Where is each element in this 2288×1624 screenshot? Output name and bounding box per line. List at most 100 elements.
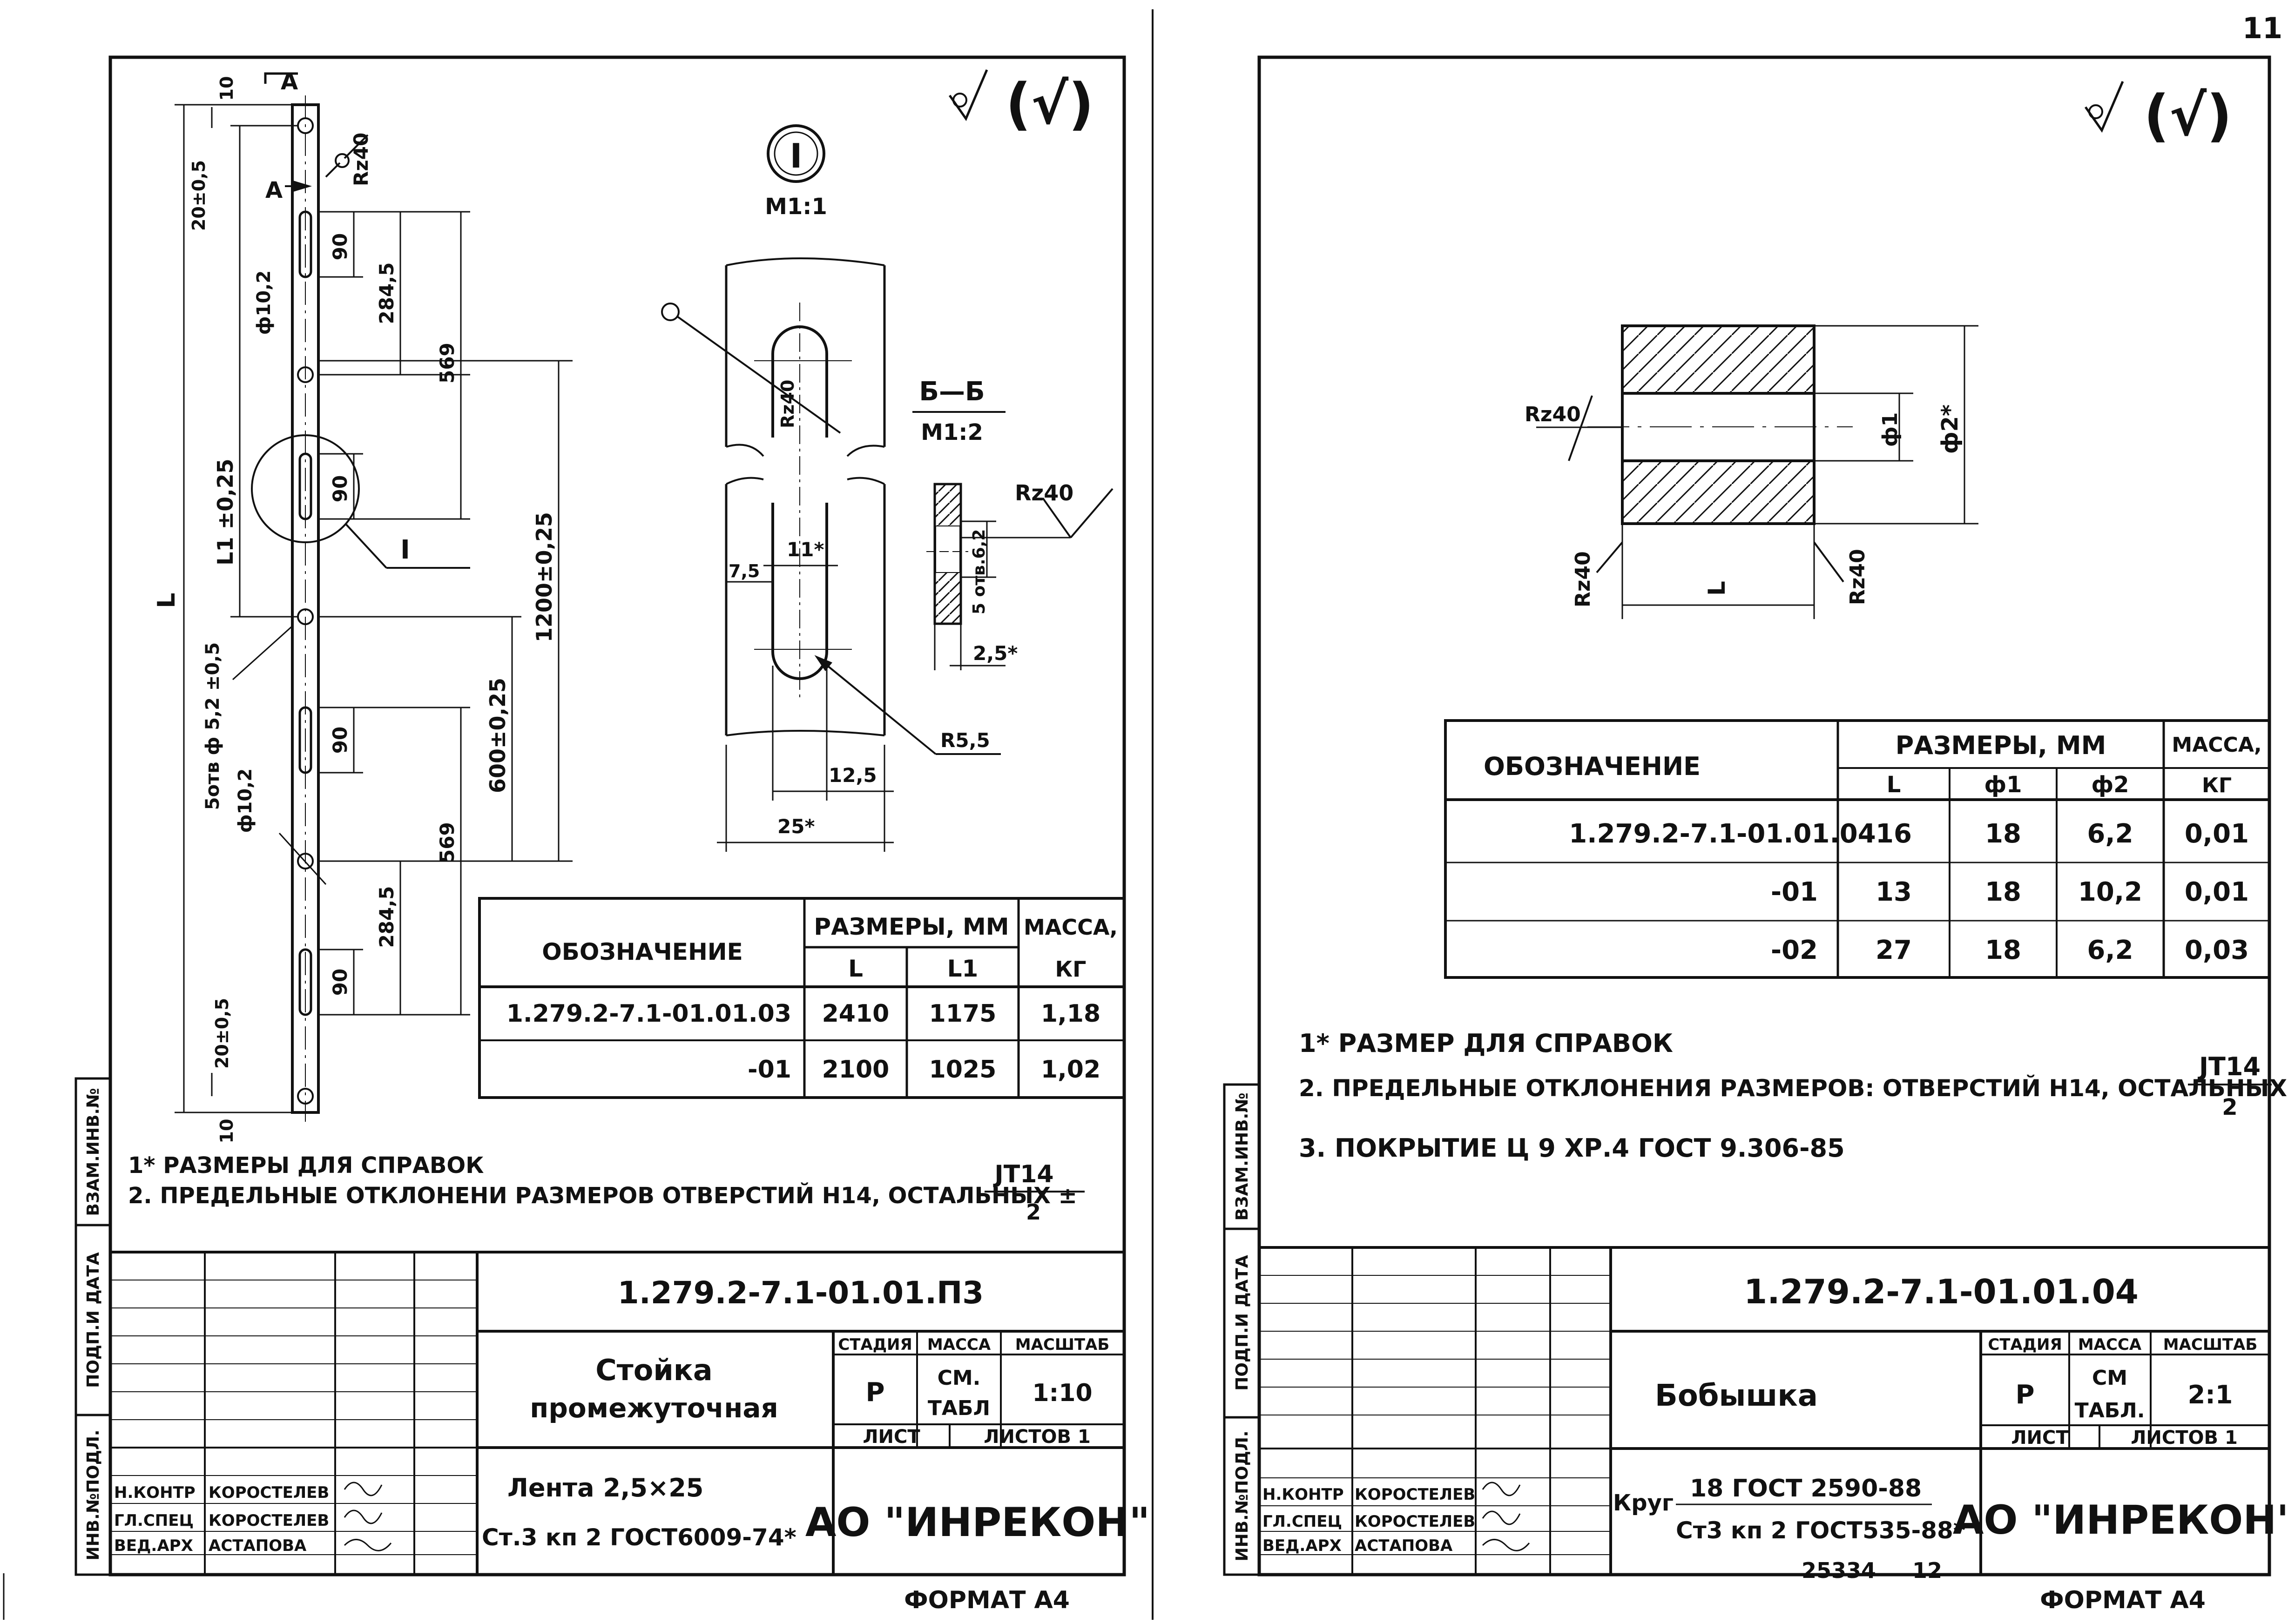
left-note-2: 2. ПРЕДЕЛЬНЫЕ ОТКЛОНЕНИ РАЗМЕРОВ ОТВЕРСТ… (128, 1182, 1077, 1209)
r-code: 1.279.2-7.1-01.01.04 (1744, 1272, 2139, 1311)
left-note-1: 1* РАЗМЕРЫ ДЛЯ СПРАВОК (128, 1152, 484, 1179)
rt-r0-designation: 1.279.2-7.1-01.01.04 (1569, 819, 1876, 849)
right-title-block: Н.КОНТР КОРОСТЕЛЕВ ГЛ.СПЕЦ КОРОСТЕЛЕВ ВЕ… (1258, 1246, 2288, 1576)
detail-view: I М1:1 Rz40 11* 7,5 R5,5 (661, 124, 1114, 852)
l-company: АО "ИНРЕКОН" (805, 1499, 1150, 1546)
lt-r1-L: 2100 (822, 1056, 890, 1084)
l-h-mass: МАССА (927, 1335, 991, 1354)
rt-r0-d1: 18 (1985, 819, 2021, 849)
l-name-1: КОРОСТЕЛЕВ (209, 1511, 329, 1530)
section-2-5: 2,5* (973, 642, 1018, 665)
rt-r0-d2: 6,2 (2087, 819, 2133, 849)
dim-284-a: 284,5 (375, 263, 398, 324)
r-L: L (1703, 581, 1730, 596)
callout-label: I (400, 535, 410, 565)
r-material-1: 18 ГОСТ 2590-88 (1690, 1475, 1922, 1503)
rt-h-L: L (1887, 772, 1901, 798)
archive-number: 25334 (1802, 1558, 1876, 1583)
dim-L: L (153, 593, 181, 608)
r-material-2: Ст3 кп 2 ГОСТ535-88* (1676, 1517, 1965, 1544)
rt-r2-d2: 6,2 (2087, 935, 2133, 965)
detail-r5-5: R5,5 (940, 729, 990, 752)
lt-h-mass: МАССА, (1024, 915, 1118, 940)
r-h-mass: МАССА (2078, 1335, 2142, 1354)
r-scale: 2:1 (2188, 1380, 2233, 1409)
view-a-bottom: A (265, 177, 283, 203)
dim-90-c: 90 (329, 727, 351, 754)
r-h-scale: МАСШТАБ (2163, 1335, 2258, 1354)
rt-h-d2: ф2 (2091, 772, 2129, 798)
r-side-label-inv: ИНВ.№ПОДЛ. (1233, 1430, 1252, 1561)
surface-mark-text: (√) (1006, 72, 1094, 137)
r-sheet: ЛИСТ (2011, 1427, 2069, 1449)
dim-90-d: 90 (329, 969, 351, 996)
lt-r0-mass: 1,18 (1041, 1000, 1100, 1028)
left-dimensions: L L1 ±0,25 20±0,5 10 ф10,2 5отв ф 5,2 ±0… (153, 76, 327, 1143)
l-format: ФОРМАТ А4 (904, 1586, 1070, 1614)
side-label-inv: ИНВ.№ПОДЛ. (84, 1429, 103, 1560)
detail-11: 11* (787, 538, 824, 561)
lt-h-mass-unit: КГ (1055, 957, 1087, 982)
rt-r2-designation: -02 (1771, 935, 1818, 965)
l-sheets: ЛИСТОВ 1 (984, 1426, 1091, 1448)
dim-1200: 1200±0,25 (532, 512, 557, 642)
r-name-0: КОРОСТЕЛЕВ (1355, 1485, 1475, 1504)
rt-h-mass: МАССА, (2172, 733, 2261, 757)
side-label-podp: ПОДП.И ДАТА (84, 1252, 103, 1388)
rt-r1-d2: 10,2 (2078, 877, 2142, 907)
rz-top: Rz40 (350, 133, 372, 186)
r-name: Бобышка (1655, 1379, 1818, 1413)
detail-scale: М1:1 (765, 194, 827, 220)
right-note-1: 1* РАЗМЕР ДЛЯ СПРАВОК (1299, 1029, 1673, 1058)
rt-r1-L: 13 (1876, 877, 1912, 907)
r-phi2: ф2* (1937, 404, 1963, 454)
left-notes: 1* РАЗМЕРЫ ДЛЯ СПРАВОК 2. ПРЕДЕЛЬНЫЕ ОТК… (128, 1152, 1085, 1225)
phi-bottom: ф10,2 (235, 768, 256, 833)
lt-r1-designation: -01 (748, 1056, 791, 1084)
lt-r1-L1: 1025 (929, 1056, 997, 1084)
page-number: 11 (2242, 11, 2282, 45)
r-side-label-vzam: ВЗАМ.ИНВ.№ (1233, 1092, 1252, 1220)
left-tol-den: 2 (1026, 1199, 1041, 1225)
lt-r0-designation: 1.279.2-7.1-01.01.03 (506, 1000, 791, 1028)
r-rz-left: Rz40 (1525, 403, 1581, 426)
dim-10-top: 10 (216, 76, 237, 101)
r-name-1: КОРОСТЕЛЕВ (1355, 1512, 1475, 1531)
rt-r0-L: 16 (1876, 819, 1912, 849)
rt-r0-mass: 0,01 (2185, 819, 2249, 849)
r-mass-1: СМ (2092, 1366, 2127, 1390)
l-stage: Р (865, 1377, 884, 1408)
section-scale: М1:2 (921, 419, 983, 445)
r-mass-2: ТАБЛ. (2075, 1399, 2145, 1422)
l-name-2: АСТАПОВА (209, 1536, 307, 1555)
dim-90-a: 90 (329, 233, 351, 260)
right-note-2: 2. ПРЕДЕЛЬНЫЕ ОТКЛОНЕНИЯ РАЗМЕРОВ: ОТВЕР… (1299, 1074, 2288, 1102)
dim-L1: L1 ±0,25 (213, 458, 238, 565)
detail-7-5: 7,5 (729, 561, 760, 581)
section-holes: 5 отв.6,2 (970, 529, 989, 614)
rt-r1-d1: 18 (1985, 877, 2021, 907)
l-role-1: ГЛ.СПЕЦ (114, 1511, 194, 1530)
r-rz-br: Rz40 (1846, 549, 1870, 605)
bar-view: I Rz40 A A (251, 69, 470, 1122)
view-a-top: A (281, 69, 298, 95)
r-surface-mark-text: (√) (2144, 84, 2232, 148)
lt-r0-L1: 1175 (929, 1000, 997, 1028)
detail-25: 25* (777, 815, 815, 838)
detail-rz: Rz40 (777, 380, 798, 428)
holes-note: 5отв ф 5,2 ±0,5 (202, 642, 223, 810)
dim-90-b: 90 (329, 475, 351, 502)
dim-569-a: 569 (436, 343, 459, 384)
l-code: 1.279.2-7.1-01.01.П3 (618, 1275, 984, 1311)
rt-h-sizes: РАЗМЕРЫ, ММ (1896, 731, 2106, 760)
right-sheet: ВЗАМ.ИНВ.№ ПОДП.И ДАТА ИНВ.№ПОДЛ. (√) ф1… (1223, 55, 2288, 1614)
l-sheet: ЛИСТ (863, 1426, 920, 1448)
side-label-vzam: ВЗАМ.ИНВ.№ (84, 1088, 103, 1216)
dim-569-b: 569 (436, 822, 459, 863)
r-surface-finish-mark: (√) (2084, 81, 2232, 148)
dim-20-top: 20±0,5 (189, 160, 209, 231)
l-mass-1: СМ. (938, 1366, 981, 1390)
surface-finish-mark: (√) (948, 69, 1094, 137)
left-sheet: ВЗАМ.ИНВ.№ ПОДП.И ДАТА ИНВ.№ПОДЛ. (√) (74, 55, 1150, 1614)
